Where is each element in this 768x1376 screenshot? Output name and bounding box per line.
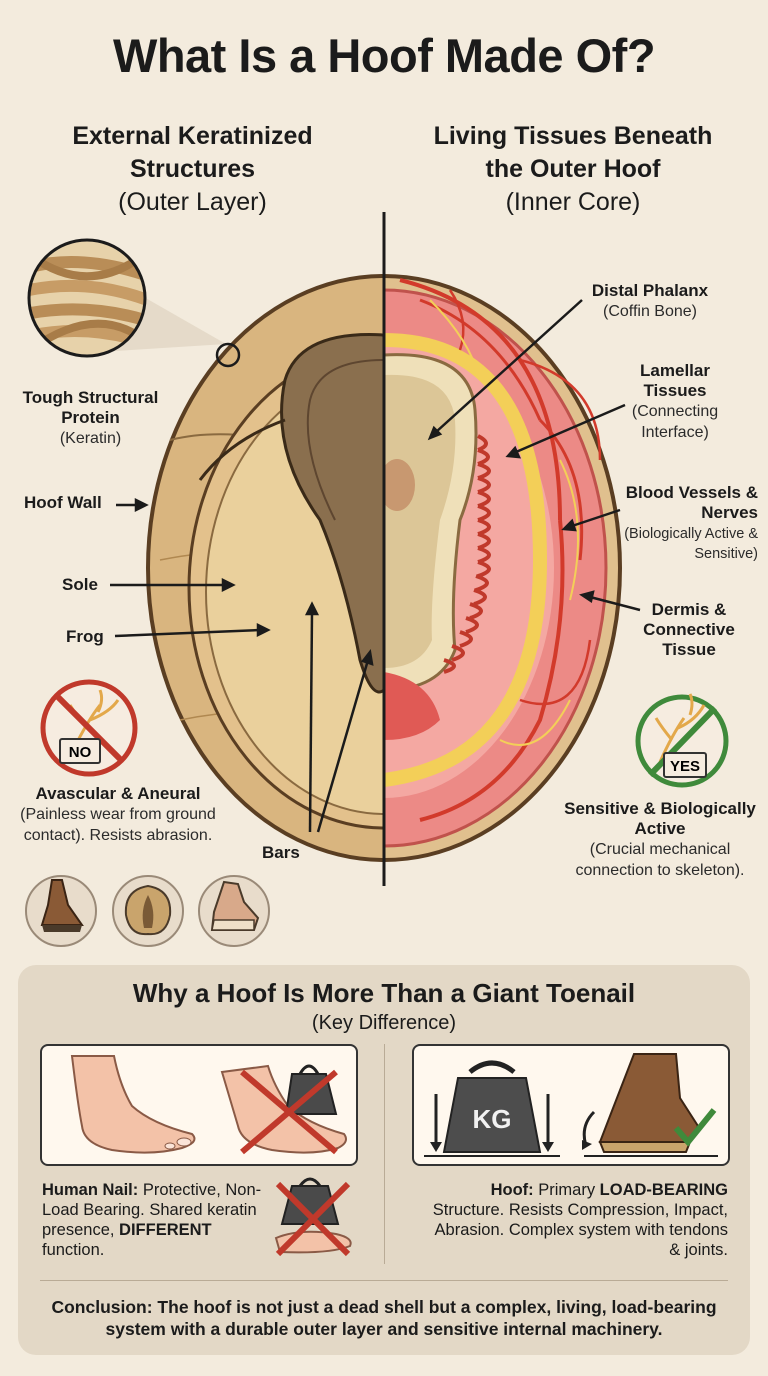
right-callout-arrows [427, 299, 641, 612]
left-header-title: External Keratinized Structures [72, 122, 313, 183]
human-nail-text: Human Nail: Protective, Non-Load Bearing… [42, 1181, 262, 1259]
comparison-title: Why a Hoof Is More Than a Giant Toenail [132, 978, 636, 1008]
dermis-label: Dermis & Connective Tissue [634, 600, 744, 660]
check-icon [673, 1108, 717, 1147]
no-badge-text: NO [69, 744, 92, 761]
hoof-load-illustration-box: KG [412, 1044, 730, 1166]
kg-weight-icon [442, 1077, 542, 1153]
left-header-subtitle: (Outer Layer) [118, 188, 267, 216]
kg-text: KG [473, 1104, 512, 1134]
comparison-subtitle: (Key Difference) [311, 1012, 457, 1034]
sensitive-desc: (Crucial mechanical connection to skelet… [575, 841, 745, 879]
bars-label: Bars [262, 843, 300, 862]
vessels-title: Blood Vessels & Nerves [625, 483, 758, 522]
hoof-icons-row [25, 875, 270, 947]
frog-label: Frog [66, 627, 104, 646]
hoof-cross-section-diagram: NO YES [25, 212, 729, 947]
sensitive-title: Sensitive & Biologically Active [564, 799, 756, 838]
conclusion-divider [40, 1280, 728, 1281]
dermis-title: Dermis & Connective Tissue [643, 600, 735, 659]
no-badge: NO [40, 679, 138, 777]
conclusion-text: Conclusion: The hoof is not just a dead … [51, 1297, 717, 1339]
left-callout-arrows [110, 497, 374, 833]
sole-label: Sole [62, 575, 98, 594]
keratin-label-title: Tough Structural Protein [22, 388, 159, 427]
hoof-load-illustration: KG [424, 1053, 718, 1157]
lamellar-label: Lamellar Tissues (Connecting Interface) [615, 361, 735, 443]
phalanx-title: Distal Phalanx [591, 281, 709, 300]
lamellar-title: Lamellar Tissues [640, 361, 710, 400]
page-title: What Is a Hoof Made Of? [112, 29, 656, 82]
no-weight-on-finger-icon [274, 1177, 352, 1257]
left-header: External Keratinized Structures (Outer L… [40, 120, 345, 219]
yes-badge: YES [635, 693, 729, 788]
avascular-title: Avascular & Aneural [35, 784, 201, 803]
yes-badge-text: YES [670, 758, 700, 775]
hoof-text: Hoof: Primary LOAD-BEARING Structure. Re… [432, 1181, 728, 1259]
keratin-label-sub: (Keratin) [59, 430, 122, 447]
outer-layer-half [146, 274, 384, 862]
human-foot-illustration-box [40, 1044, 358, 1166]
panel-divider [384, 1044, 385, 1264]
human-foot-illustration [70, 1055, 347, 1155]
right-header-subtitle: (Inner Core) [505, 188, 641, 216]
keratin-label: Tough Structural Protein (Keratin) [8, 388, 173, 449]
vessels-sub: (Biologically Active & Sensitive) [624, 526, 758, 562]
right-header: Living Tissues Beneath the Outer Hoof (I… [418, 120, 728, 219]
vessels-nerves-label: Blood Vessels & Nerves (Biologically Act… [596, 483, 758, 563]
avascular-text: Avascular & Aneural (Painless wear from … [18, 784, 218, 846]
distal-phalanx-label: Distal Phalanx (Coffin Bone) [570, 281, 730, 322]
sensitive-text: Sensitive & Biologically Active (Crucial… [560, 799, 760, 881]
hoof-wall-label: Hoof Wall [24, 493, 102, 512]
right-header-title: Living Tissues Beneath the Outer Hoof [433, 122, 713, 183]
phalanx-sub: (Coffin Bone) [603, 303, 697, 320]
lamellar-sub: (Connecting Interface) [631, 403, 719, 441]
avascular-desc: (Painless wear from ground contact). Res… [20, 806, 216, 844]
keratin-magnifier [27, 238, 241, 368]
